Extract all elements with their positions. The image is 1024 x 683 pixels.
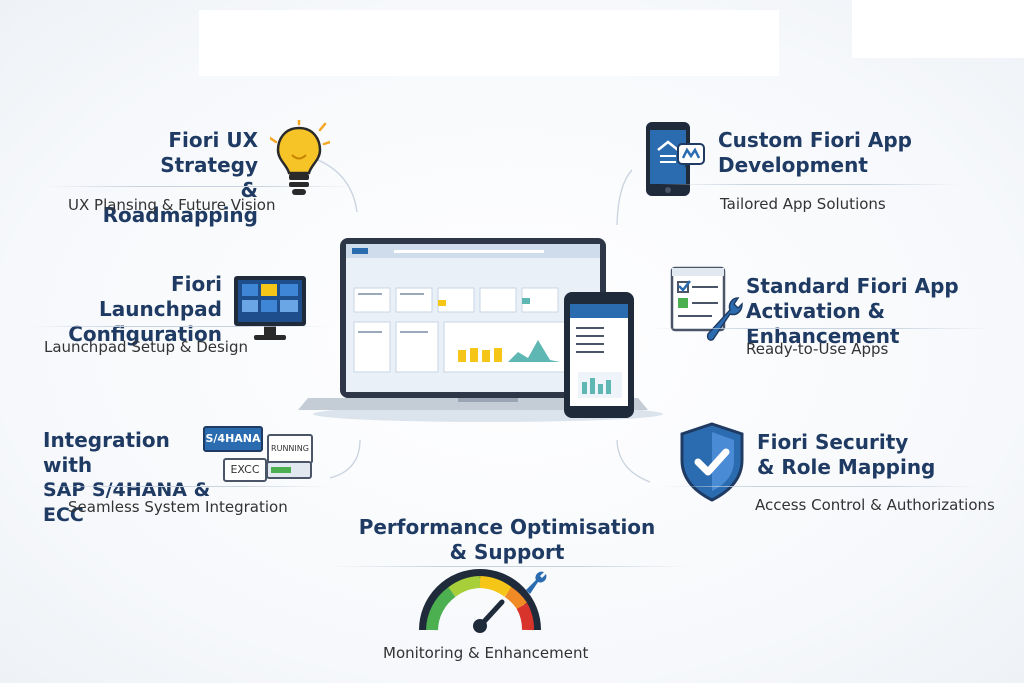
lightbulb-icon xyxy=(270,120,330,195)
monitor-icon xyxy=(234,276,306,340)
service-subtitle-launchpad: Launchpad Setup & Design xyxy=(44,338,249,356)
service-subtitle-security: Access Control & Authorizations xyxy=(755,496,995,514)
top-banner xyxy=(199,10,779,76)
title-line: Custom Fiori App xyxy=(718,128,912,152)
service-title-integration: Integration with SAP S/4HANA & ECC xyxy=(43,428,223,528)
gauge-icon xyxy=(419,569,547,633)
service-title-security: Fiori Security & Role Mapping xyxy=(757,430,935,480)
service-subtitle-performance: Monitoring & Enhancement xyxy=(383,644,589,662)
title-line: Integration with xyxy=(43,428,170,477)
service-subtitle-standard-app: Ready-to-Use Apps xyxy=(746,340,889,358)
service-title-custom-app: Custom Fiori App Development xyxy=(718,128,912,178)
service-subtitle-ux-strategy: UX Plansing & Future Vision xyxy=(68,196,276,214)
service-subtitle-custom-app: Tailored App Solutions xyxy=(720,195,886,213)
title-line: SAP S/4HANA & ECC xyxy=(43,479,211,526)
shield-check-icon xyxy=(680,422,744,502)
divider xyxy=(30,486,330,487)
title-line: Fiori Launchpad xyxy=(99,272,222,321)
divider xyxy=(660,486,980,487)
divider xyxy=(650,328,990,329)
top-banner-right xyxy=(852,0,1024,58)
service-subtitle-integration: Seamless System Integration xyxy=(68,498,288,516)
excc-box: EXCC xyxy=(223,458,267,482)
title-line: Development xyxy=(718,153,868,177)
divider xyxy=(30,326,330,327)
title-line: & Roadmapping xyxy=(102,178,258,227)
checklist-wrench-icon xyxy=(670,266,743,341)
divider xyxy=(660,184,960,185)
title-line: Standard Fiori App xyxy=(746,274,959,298)
server-icon xyxy=(266,461,312,479)
integration-icon: S/4HANA RUNNING EXCC xyxy=(203,422,323,492)
laptop-phone-illustration xyxy=(298,238,663,422)
title-line: Performance Optimisation xyxy=(358,515,656,539)
service-title-ux-strategy: Fiori UX Strategy & Roadmapping xyxy=(86,128,258,228)
title-line: Fiori Security xyxy=(757,430,909,454)
mobile-app-icon xyxy=(646,122,705,196)
title-line: Fiori UX Strategy xyxy=(160,128,258,177)
title-line: & Role Mapping xyxy=(757,455,936,479)
service-title-standard-app: Standard Fiori App Activation & Enhancem… xyxy=(746,274,1024,349)
title-line: & Support xyxy=(449,540,565,564)
divider xyxy=(45,186,355,187)
s4hana-box: S/4HANA xyxy=(203,426,263,452)
service-title-performance: Performance Optimisation & Support xyxy=(312,515,702,565)
divider xyxy=(330,566,690,567)
service-title-launchpad: Fiori Launchpad Configuration xyxy=(50,272,222,347)
